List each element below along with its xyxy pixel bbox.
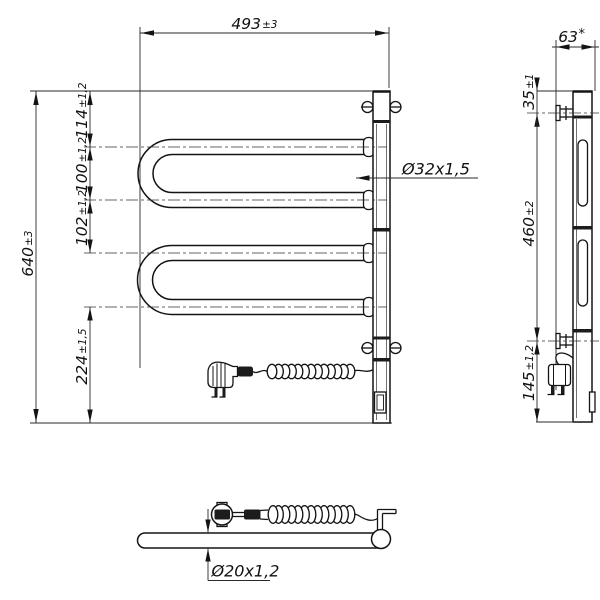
dim-loop-spacing-tolerance: ±1,2 xyxy=(77,137,89,163)
bottom-tube xyxy=(136,532,380,549)
side-screw-lower xyxy=(527,332,599,350)
dim-loop-gap-tolerance: ±1,2 xyxy=(77,190,89,216)
cord-ferrite xyxy=(237,366,253,377)
dim-top-screw: 35 ±1 xyxy=(520,74,538,110)
dim-width: 493 ±3 xyxy=(231,15,277,33)
bottom-cord xyxy=(210,501,397,530)
bottom-tube-diameter-label: Ø20x1,2 xyxy=(211,562,280,581)
dim-depth-value: 63 xyxy=(558,28,578,46)
dim-bottom-offset-tolerance: ±1,5 xyxy=(77,328,89,354)
dim-loop-spacing: 100 ±1,2 xyxy=(73,137,91,193)
power-plug xyxy=(207,361,239,398)
dimension-lines xyxy=(33,30,389,423)
side-switch-notch xyxy=(588,391,596,413)
dim-bottom-offset: 224 ±1,5 xyxy=(73,328,91,384)
dim-height: 640 ±3 xyxy=(19,231,37,277)
dim-top-screw-tolerance: ±1 xyxy=(524,74,536,89)
side-view: 63 * 35 ±1 460 ±2 145 ±1,2 xyxy=(520,27,599,423)
side-screw-upper xyxy=(527,104,599,122)
dim-top-offset: 114 ±1,2 xyxy=(73,82,91,138)
power-cord xyxy=(207,361,373,398)
side-bar xyxy=(572,90,596,423)
mounting-bracket-bottom xyxy=(361,341,402,355)
dim-bottom-screw-tolerance: ±1,2 xyxy=(524,345,536,371)
cord-coil xyxy=(266,363,356,380)
dim-bottom-screw-value: 145 xyxy=(520,372,538,402)
dim-screw-span-tolerance: ±2 xyxy=(524,200,536,216)
cord-coil-bottom xyxy=(267,505,356,524)
tube-diameter-label: Ø32x1,5 xyxy=(401,160,470,179)
switch-indicator xyxy=(373,391,387,414)
dim-bottom-offset-value: 224 xyxy=(73,355,91,385)
dim-height-value: 640 xyxy=(19,247,37,277)
bottom-tube-diameter-callout: Ø20x1,2 xyxy=(205,509,280,581)
plug-end-view xyxy=(210,501,234,528)
bottom-view: Ø20x1,2 xyxy=(136,501,397,581)
dim-depth: 63 * xyxy=(558,27,585,46)
dim-bottom-screw: 145 ±1,2 xyxy=(520,345,538,401)
dim-top-offset-tolerance: ±1,2 xyxy=(77,82,89,108)
extension-lines-side xyxy=(536,40,596,423)
dim-height-tolerance: ±3 xyxy=(23,231,35,246)
dim-loop-gap-value: 102 xyxy=(73,217,91,247)
dim-loop-spacing-value: 100 xyxy=(73,163,91,193)
dim-top-screw-value: 35 xyxy=(520,90,538,110)
side-slot-upper xyxy=(577,139,589,207)
dim-top-offset-value: 114 xyxy=(73,109,91,139)
collector-end-circle xyxy=(370,528,392,550)
front-view: Ø32x1,5 xyxy=(19,15,478,424)
side-plug xyxy=(547,352,574,396)
collector-bar xyxy=(372,90,391,424)
dim-loop-gap: 102 ±1,2 xyxy=(73,190,91,246)
dim-screw-span: 460 ±2 xyxy=(520,200,538,246)
cord-ferrite-bottom xyxy=(244,509,261,520)
dim-screw-span-value: 460 xyxy=(520,217,538,247)
dim-width-tolerance: ±3 xyxy=(262,19,277,31)
dim-depth-tolerance: * xyxy=(579,27,586,42)
towel-loops xyxy=(136,138,366,316)
side-slot-lower xyxy=(577,239,589,307)
dim-width-value: 493 xyxy=(231,15,261,33)
dimension-lines-side xyxy=(534,44,599,422)
tube-diameter-callout: Ø32x1,5 xyxy=(356,160,478,181)
tube-centerlines xyxy=(84,146,387,308)
